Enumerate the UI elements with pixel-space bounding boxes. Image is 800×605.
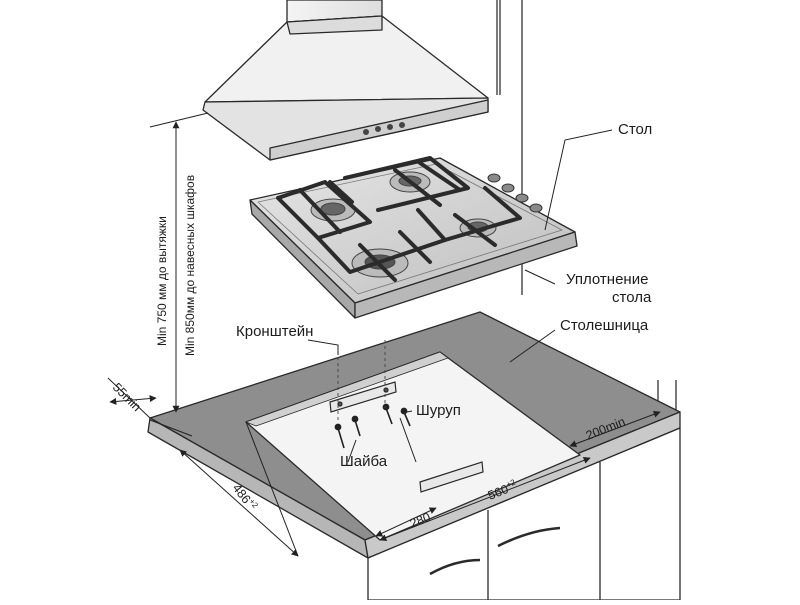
cabinet-handle-left [429, 558, 481, 576]
label-washer: Шайба [340, 453, 388, 470]
hood-control-buttons [363, 122, 405, 135]
dim-cutout-width-tol: +2 [505, 477, 517, 489]
hob-knobs [487, 173, 543, 213]
label-seal-line2: стола [612, 289, 652, 306]
clearance-to-cabinets: Min 850мм до навесных шкафов [183, 175, 197, 356]
label-table: Стол [618, 121, 652, 138]
clearance-dimension [149, 112, 209, 413]
leader-lines [307, 129, 613, 463]
screws [334, 403, 411, 449]
gas-hob [249, 156, 578, 319]
label-screw: Шуруп [416, 402, 461, 419]
clearance-to-hood: Min 750 мм до вытяжки [155, 216, 169, 346]
label-bracket: Кронштейн [236, 323, 313, 340]
label-countertop: Столешница [560, 317, 649, 334]
guide-lines [337, 340, 386, 420]
label-seal-line1: Уплотнение [566, 271, 648, 288]
hob-burners [310, 171, 497, 278]
hob-grates [276, 156, 522, 282]
dimension-lines [107, 377, 661, 557]
dim-back-min: 55min [110, 380, 144, 414]
range-hood [202, 0, 489, 161]
